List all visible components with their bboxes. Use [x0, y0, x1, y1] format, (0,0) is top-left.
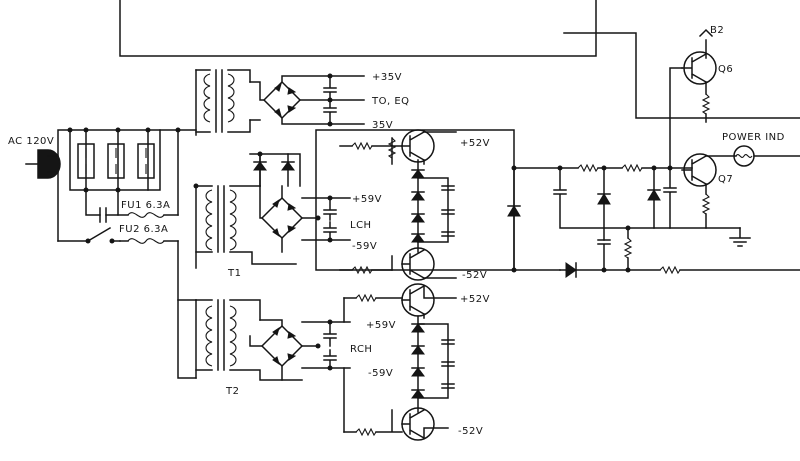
b2-label: B2: [710, 25, 724, 36]
t2-label: T2: [225, 386, 239, 397]
t1-transformer: [193, 183, 297, 269]
lch-rectifier: [249, 129, 515, 281]
lch-minus52-label: -52V: [462, 270, 487, 281]
plus35-label: +35V: [372, 72, 402, 83]
rch-plus59-label: +59V: [366, 320, 396, 331]
rch-plus52-label: +52V: [460, 294, 490, 305]
q7-label: Q7: [718, 174, 733, 185]
lch-minus59-label: -59V: [352, 241, 377, 252]
ac-bus-wiring: [57, 127, 197, 379]
ac-input-label: AC 120V: [8, 136, 54, 147]
lch-plus52-label: +52V: [460, 138, 490, 149]
q6-label: Q6: [718, 64, 733, 75]
minus35-label: 35V: [372, 120, 393, 131]
rch-label: RCH: [350, 344, 372, 355]
top-block-outline: [119, 0, 800, 119]
to-eq-label: TO, EQ: [371, 96, 410, 107]
fuse1-label: FU1 6.3A: [121, 200, 170, 211]
ac-plug-icon: [25, 149, 61, 179]
lch-label: LCH: [350, 220, 372, 231]
lch-plus59-label: +59V: [352, 194, 382, 205]
rch-minus59-label: -59V: [368, 368, 393, 379]
t2-transformer: [177, 283, 457, 441]
t1-label: T1: [227, 268, 241, 279]
fuse2-label: FU2 6.3A: [119, 224, 168, 235]
rch-minus52-label: -52V: [458, 426, 483, 437]
power-ind-label: POWER IND: [722, 132, 785, 143]
power-indicator-circuit: [507, 28, 800, 278]
eq-transformer: [195, 69, 365, 136]
